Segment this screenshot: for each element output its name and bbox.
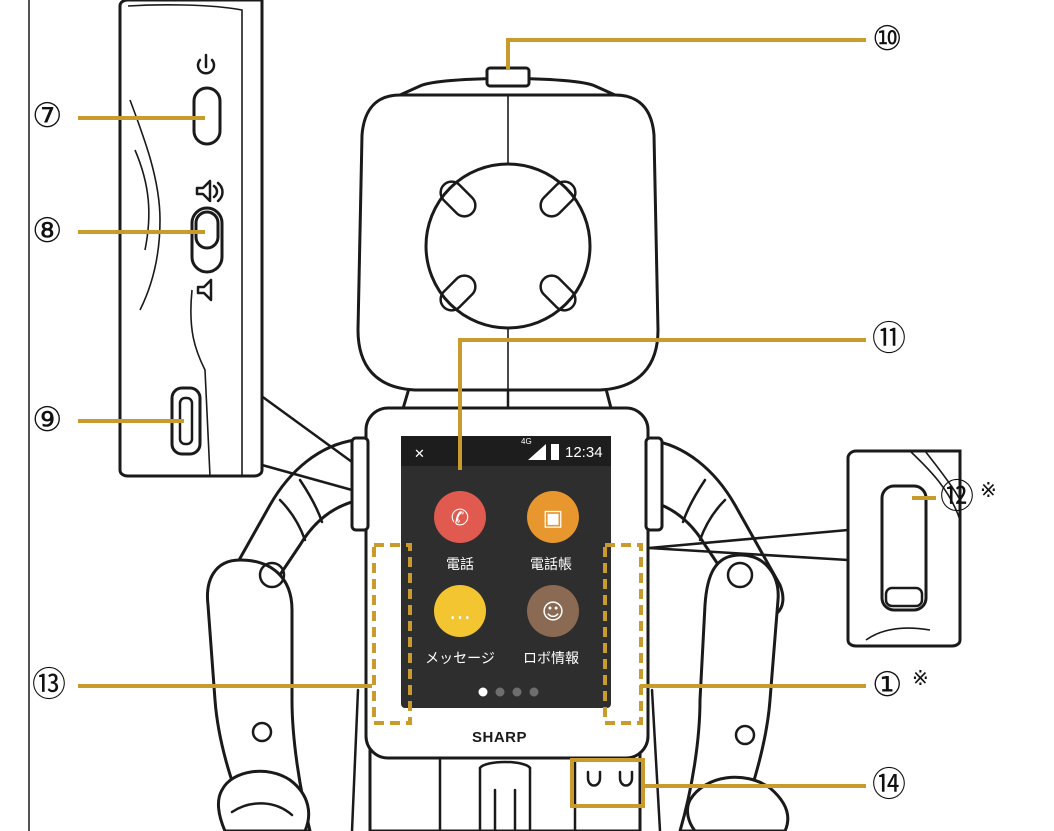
leader-lines: [78, 38, 936, 808]
message-icon[interactable]: …: [434, 585, 486, 637]
phone-icon[interactable]: ✆: [434, 491, 486, 543]
svg-text:✕: ✕: [414, 447, 425, 462]
callout-display: ⑪: [872, 319, 906, 359]
callout-power-button: ⑦: [32, 96, 63, 136]
app-label-robot-info: ロボ情報: [523, 651, 579, 667]
app-label-message: メッセージ: [425, 651, 495, 667]
robot-head: [356, 66, 660, 392]
side-buttons-inset: [118, 0, 354, 492]
app-label-contacts: 電話帳: [530, 557, 572, 573]
robot-face-icon[interactable]: ☺: [527, 585, 579, 637]
page-dot: [478, 687, 488, 697]
brand-logo: SHARP: [472, 729, 528, 746]
page-dot: [529, 687, 539, 697]
callout-volume-button: ⑧: [32, 211, 63, 251]
callout-side-area-right: ①: [872, 665, 903, 705]
callout-usb-port: ⑨: [32, 400, 63, 440]
callout-top-part: ⑩: [872, 19, 903, 59]
svg-text:✆: ✆: [451, 506, 469, 531]
callout-side-area-left: ⑬: [32, 665, 66, 705]
svg-text:☺: ☺: [542, 600, 565, 625]
svg-text:…: …: [449, 600, 471, 625]
callout-side-part-right: ⑫: [940, 477, 974, 517]
network-type: 4G: [521, 437, 532, 446]
app-label-phone: 電話: [446, 557, 474, 573]
svg-text:▣: ▣: [543, 506, 564, 531]
robot-torso: ✕ ✆ ▣ … ☺: [350, 406, 664, 787]
callout-bottom-part: ⑭: [872, 765, 906, 805]
page-dot: [495, 687, 505, 697]
callout-side-area-right-note: ※: [912, 666, 929, 690]
contacts-icon[interactable]: ▣: [527, 491, 579, 543]
callout-side-part-right-note: ※: [980, 478, 997, 502]
page-dot: [512, 687, 522, 697]
status-time: 12:34: [565, 444, 603, 461]
